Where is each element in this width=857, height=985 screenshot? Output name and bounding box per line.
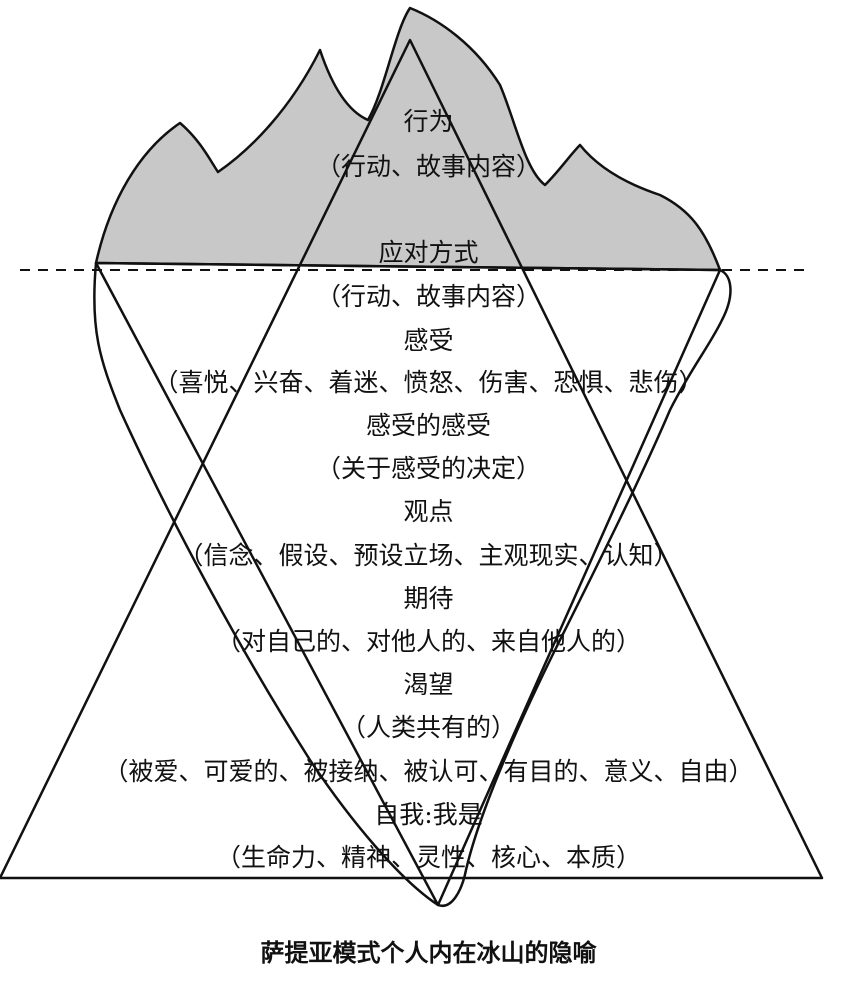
label-expectations-detail: （对自己的、对他人的、来自他人的） [215, 627, 641, 656]
label-feelings: 感受 [403, 326, 454, 355]
label-behavior: 行为 [403, 107, 454, 136]
label-yearnings-detail-2: （被爱、可爱的、被接纳、被认可、有目的、意义、自由） [103, 757, 754, 786]
downward-triangle [94, 261, 722, 907]
label-feelings-detail: （喜悦、兴奋、着迷、愤怒、伤害、恐惧、悲伤） [153, 368, 704, 397]
label-coping: 应对方式 [378, 238, 479, 267]
label-self: 自我:我是 [374, 800, 483, 829]
label-perceptions-detail: （信念、假设、预设立场、主观现实、认知） [178, 541, 679, 570]
label-feelings-about-feelings: 感受的感受 [365, 411, 491, 440]
label-coping-detail: （行动、故事内容） [315, 282, 541, 311]
figure-caption: 萨提亚模式个人内在冰山的隐喻 [260, 939, 597, 967]
label-expectations: 期待 [403, 584, 454, 613]
label-feelings-about-feelings-detail: （关于感受的决定） [315, 454, 541, 483]
label-behavior-detail: （行动、故事内容） [315, 152, 541, 181]
label-yearnings: 渴望 [403, 670, 454, 699]
label-perceptions: 观点 [403, 497, 454, 526]
iceberg-tip [94, 6, 722, 272]
label-yearnings-detail-1: （人类共有的） [340, 713, 516, 742]
label-self-detail: （生命力、精神、灵性、核心、本质） [215, 843, 641, 872]
upward-triangle [0, 38, 824, 880]
